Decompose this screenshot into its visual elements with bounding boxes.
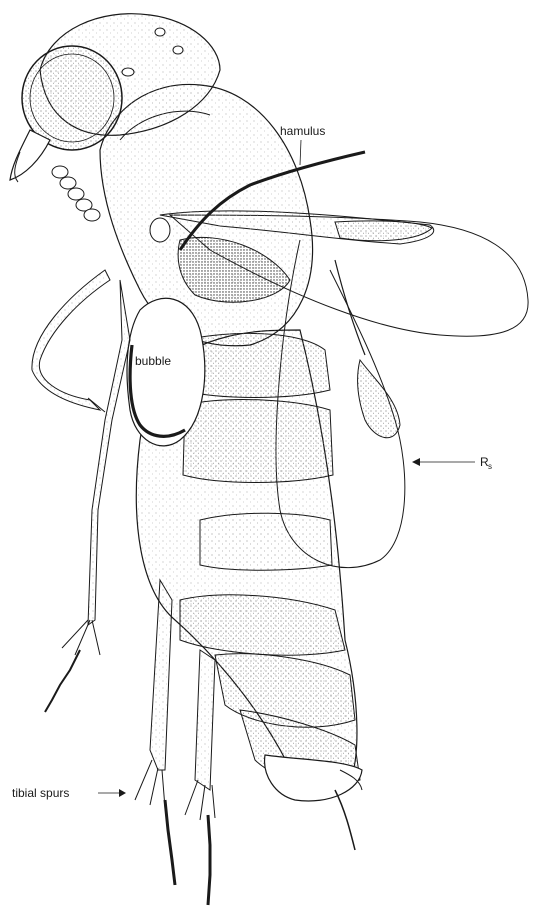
antenna: [52, 166, 100, 221]
label-rs-group: R s: [412, 455, 492, 471]
label-hamulus: hamulus: [280, 124, 325, 138]
middle-leg: [45, 280, 130, 712]
label-tibial-spurs-group: tibial spurs: [12, 786, 126, 800]
label-bubble-group: bubble: [135, 354, 171, 368]
hind-leg-2: [185, 650, 215, 905]
hind-leg-1: [135, 580, 175, 885]
front-leg: [32, 270, 110, 412]
label-bubble: bubble: [135, 354, 171, 368]
label-tibial-spurs: tibial spurs: [12, 786, 69, 800]
bubble-region: [127, 298, 205, 446]
label-rs-subscript: s: [488, 462, 492, 471]
